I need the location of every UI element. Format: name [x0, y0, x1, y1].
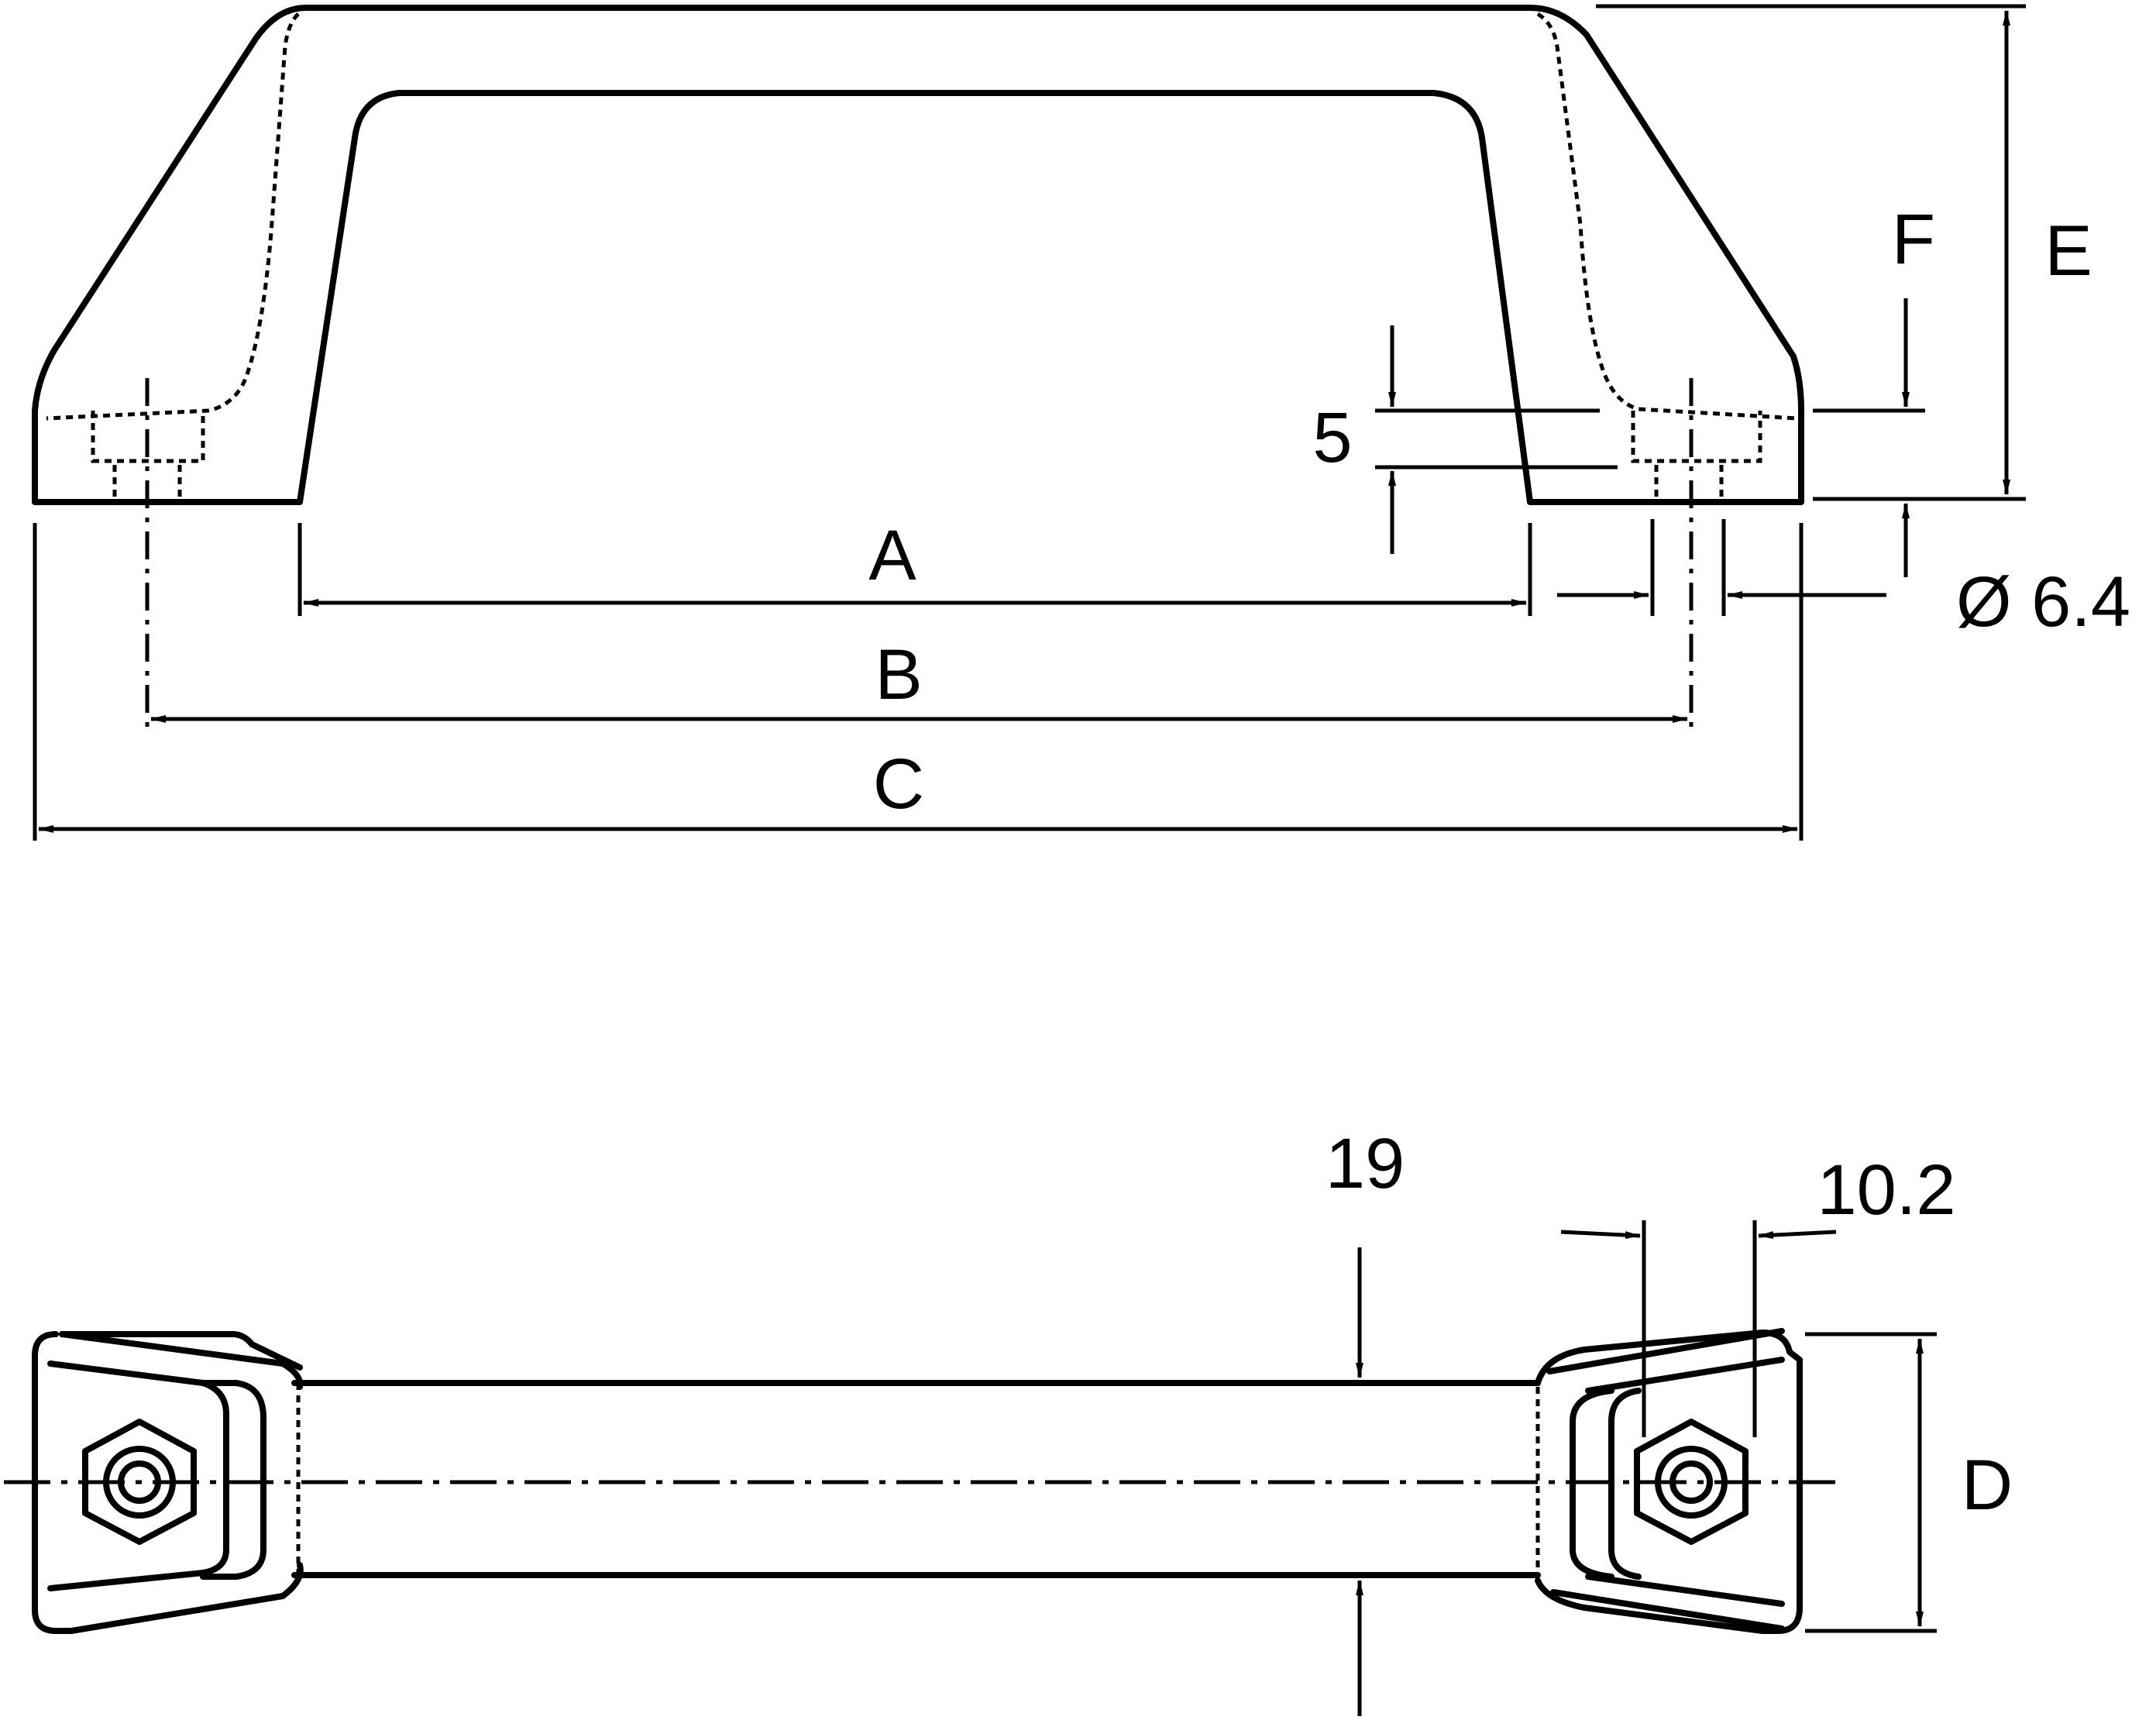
handle-outer-outline [32, 5, 1804, 505]
dim-19-label: 19 [1326, 1124, 1405, 1203]
right-end-pad [1535, 1328, 1803, 1634]
dim-a-label: A [868, 516, 916, 595]
dim-5-label: 5 [1312, 398, 1352, 477]
left-insert-hidden [91, 411, 205, 502]
left-end-pad [32, 1331, 304, 1634]
dim-10-2-label: 10.2 [1817, 1151, 1955, 1230]
dim-10-2-arrow-left [1560, 1230, 1641, 1240]
right-insert-hidden [1631, 411, 1762, 502]
left-hex-nut [82, 1419, 197, 1545]
right-hex-nut [1634, 1419, 1749, 1545]
dim-e-label: E [2044, 212, 2092, 291]
dim-c-label: C [873, 745, 924, 824]
dim-f-label: F [1892, 200, 1935, 279]
dim-b-label: B [875, 635, 922, 714]
dim-d-label: D [1962, 1446, 2013, 1525]
right-hidden-edge [1536, 12, 1798, 421]
top-view: D 19 10.2 [4, 1124, 2013, 1716]
left-hidden-edge [46, 12, 300, 421]
dim-10-2-arrow-right [1758, 1230, 1837, 1240]
dim-hole-label: Ø 6.4 [1956, 562, 2130, 642]
side-view: A B C E F 5 Ø 6.4 [32, 4, 2130, 841]
handle-bar [291, 1380, 1541, 1578]
